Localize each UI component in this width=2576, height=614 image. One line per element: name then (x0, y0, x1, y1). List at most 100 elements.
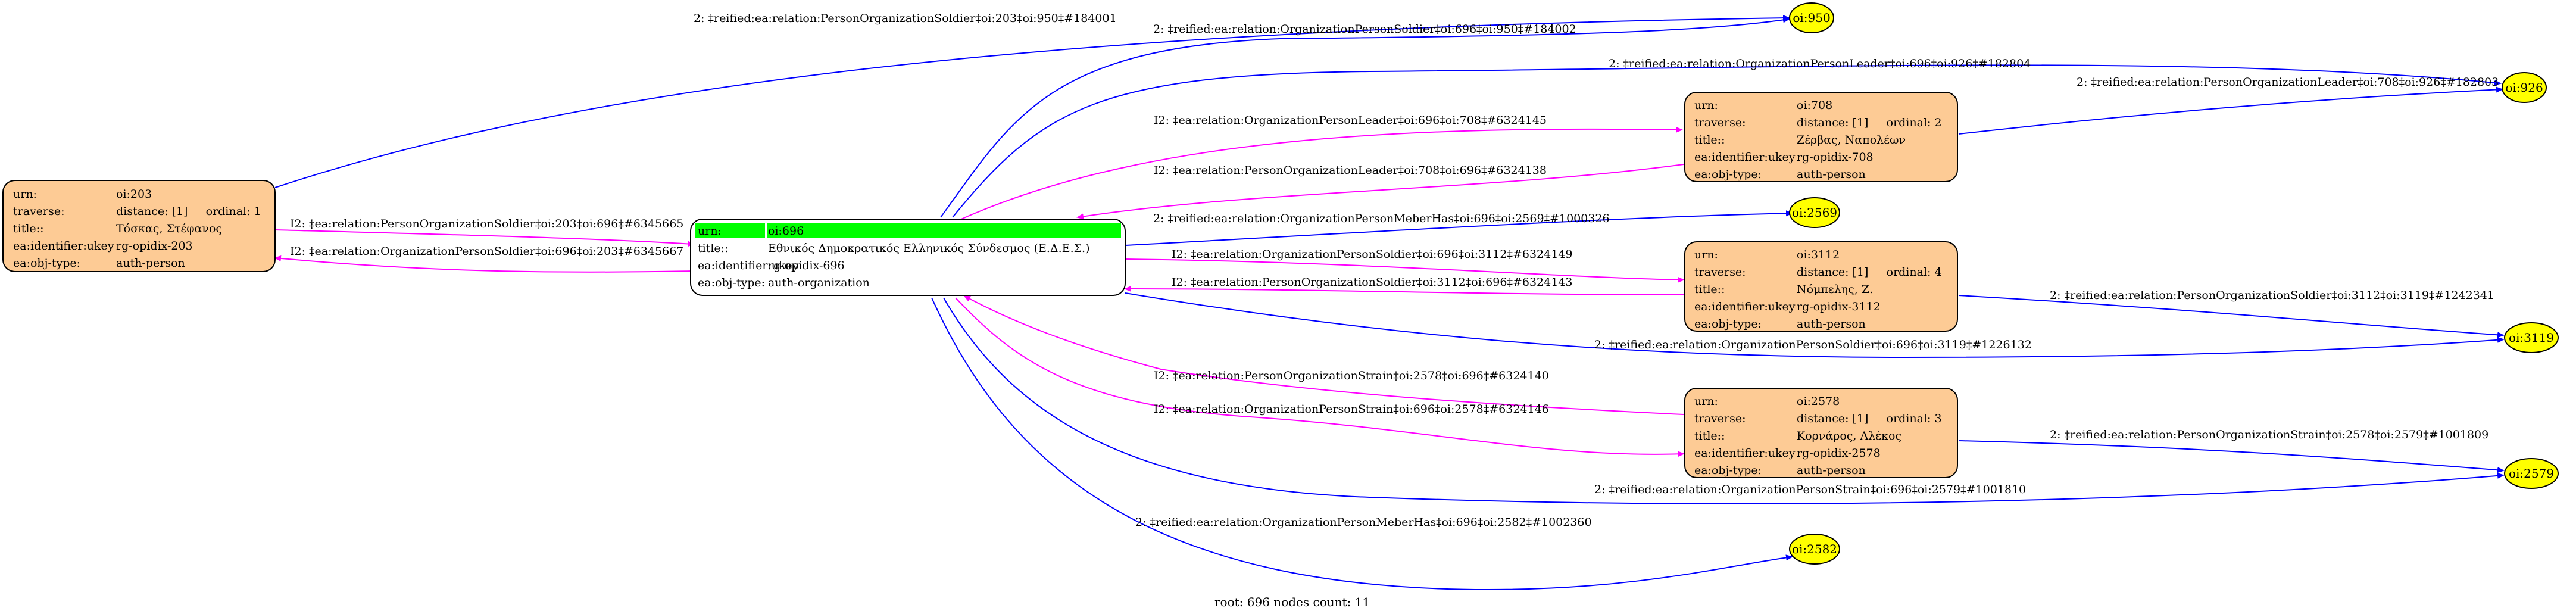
edge-696-2569[interactable] (1125, 210, 1793, 246)
edge-708-926[interactable] (1958, 86, 2503, 135)
field-value: auth-person (1797, 317, 1866, 331)
field-label: ea:obj-type: (1694, 168, 1762, 181)
edge-696-950[interactable] (940, 17, 1790, 218)
field-label: urn: (13, 188, 37, 201)
field-label: ea:obj-type: (1694, 317, 1762, 331)
field-label: traverse: (1694, 116, 1746, 129)
edge-3112-696[interactable] (1124, 286, 1684, 295)
field-label: ea:obj-type: (698, 276, 765, 289)
edge-label-696-203: I2: ‡ea:relation:OrganizationPersonSoldi… (290, 245, 683, 258)
edge-label-2578-696: I2: ‡ea:relation:PersonOrganizationStrai… (1154, 369, 1549, 382)
field-value: oi:203 (116, 188, 152, 201)
field-value: Εθνικός Δημοκρατικός Ελληνικός Σύνδεσμος… (768, 242, 1090, 255)
field-value: rg-opidix-203 (116, 239, 193, 253)
field-label: ea:identifier:ukey (1694, 151, 1796, 164)
edge-label-3112-696: I2: ‡ea:relation:PersonOrganizationSoldi… (1172, 276, 1573, 289)
node-oi-926[interactable]: oi:926 (2502, 72, 2547, 103)
node-oi-2579[interactable]: oi:2579 (2504, 458, 2559, 489)
node-oi-2582[interactable]: oi:2582 (1789, 534, 1840, 565)
field-label: title:: (698, 242, 728, 255)
node-label: oi:950 (1793, 11, 1830, 25)
node-oi-696-root[interactable]: urn: oi:696 title:: Εθνικός Δημοκρατικός… (690, 219, 1126, 296)
field-value: rg-opidix-3112 (1797, 300, 1881, 313)
field-label: ea:obj-type: (1694, 464, 1762, 477)
edge-label-3112-3119: 2: ‡reified:ea:relation:PersonOrganizati… (2050, 289, 2494, 302)
edge-label-696-3112: I2: ‡ea:relation:OrganizationPersonSoldi… (1172, 248, 1573, 261)
node-oi-203[interactable]: urn: oi:203 traverse: distance: [1] ordi… (2, 180, 276, 272)
edge-696-3119[interactable] (1125, 292, 2505, 359)
node-oi-2578[interactable]: urn: oi:2578 traverse: distance: [1] ord… (1684, 388, 1958, 478)
field-label: title:: (1694, 283, 1725, 296)
field-value: auth-person (1797, 464, 1866, 477)
edge-696-2582[interactable] (931, 297, 1793, 591)
field-value: distance: [1] ordinal: 3 (1797, 412, 1942, 425)
edge-696-2579[interactable] (943, 297, 2505, 504)
field-label: title:: (1694, 133, 1725, 147)
edge-label-203-696: I2: ‡ea:relation:PersonOrganizationSoldi… (290, 217, 683, 230)
edge-203-950[interactable] (274, 15, 1790, 188)
edge-label-696-926: 2: ‡reified:ea:relation:OrganizationPers… (1609, 57, 2031, 70)
node-oi-708[interactable]: urn: oi:708 traverse: distance: [1] ordi… (1684, 92, 1958, 182)
edge-696-926[interactable] (952, 64, 2502, 218)
edge-label-708-696: I2: ‡ea:relation:PersonOrganizationLeade… (1154, 164, 1547, 177)
node-oi-3112[interactable]: urn: oi:3112 traverse: distance: [1] ord… (1684, 241, 1958, 332)
field-value: distance: [1] ordinal: 4 (1797, 266, 1942, 279)
field-value: oi:696 (768, 225, 804, 238)
edge-696-3112[interactable] (1125, 258, 1685, 283)
edge-2578-2579[interactable] (1958, 440, 2505, 473)
graph-footer: root: 696 nodes count: 11 (1214, 595, 1370, 609)
edge-2578-696[interactable] (963, 295, 1684, 415)
field-label: title:: (1694, 429, 1725, 442)
field-value: auth-person (116, 257, 185, 270)
edge-label-696-2569: 2: ‡reified:ea:relation:OrganizationPers… (1153, 212, 1610, 225)
field-label: ea:obj-type: (13, 257, 80, 270)
edge-label-696-2578: I2: ‡ea:relation:OrganizationPersonStrai… (1154, 403, 1549, 416)
edge-labels: 2: ‡reified:ea:relation:PersonOrganizati… (290, 12, 2499, 529)
node-oi-2569[interactable]: oi:2569 (1789, 197, 1840, 228)
field-value: auth-person (1797, 168, 1866, 181)
node-label: oi:2579 (2509, 466, 2554, 481)
edge-label-696-708: I2: ‡ea:relation:OrganizationPersonLeade… (1154, 114, 1547, 127)
root-highlight (695, 223, 765, 238)
edges (274, 15, 2505, 591)
edge-label-696-2579: 2: ‡reified:ea:relation:OrganizationPers… (1594, 483, 2026, 496)
field-value: oi:3112 (1797, 248, 1840, 261)
field-label: ea:identifier:ukey (1694, 300, 1796, 313)
edge-label-696-2582: 2: ‡reified:ea:relation:OrganizationPers… (1135, 516, 1592, 529)
field-value: oi:708 (1797, 99, 1832, 112)
field-value: distance: [1] ordinal: 2 (1797, 116, 1942, 129)
field-label: urn: (698, 225, 722, 238)
edge-label-696-950: 2: ‡reified:ea:relation:OrganizationPers… (1153, 23, 1576, 36)
node-oi-3119[interactable]: oi:3119 (2504, 322, 2559, 353)
field-label: urn: (1694, 395, 1718, 408)
field-value: rg-opidix-2578 (1797, 447, 1881, 460)
edge-696-2578[interactable] (955, 297, 1685, 457)
node-label: oi:926 (2505, 80, 2543, 95)
node-oi-950[interactable]: oi:950 (1789, 2, 1834, 33)
node-label: oi:2569 (1792, 205, 1837, 220)
edge-label-2578-2579: 2: ‡reified:ea:relation:PersonOrganizati… (2050, 428, 2488, 441)
field-value: Τόσκας, Στέφανος (116, 222, 222, 235)
edge-label-708-926: 2: ‡reified:ea:relation:PersonOrganizati… (2077, 76, 2499, 89)
field-value: Νόμπελης, Ζ. (1797, 283, 1873, 296)
edge-label-203-950: 2: ‡reified:ea:relation:PersonOrganizati… (694, 12, 1117, 25)
root-highlight (767, 223, 1121, 238)
field-value: rg-opidix-696 (768, 259, 845, 272)
edge-label-696-3119: 2: ‡reified:ea:relation:OrganizationPers… (1594, 338, 2032, 351)
field-label: traverse: (1694, 412, 1746, 425)
edge-203-696[interactable] (274, 229, 695, 247)
edge-696-203[interactable] (274, 255, 694, 273)
field-label: ea:identifier:ukey (698, 259, 799, 272)
field-value: oi:2578 (1797, 395, 1840, 408)
field-label: urn: (1694, 248, 1718, 261)
node-label: oi:2582 (1792, 542, 1837, 556)
field-value: rg-opidix-708 (1797, 151, 1874, 164)
edge-708-696[interactable] (1076, 164, 1684, 220)
edge-3112-3119[interactable] (1958, 295, 2505, 338)
edge-696-708[interactable] (958, 126, 1683, 221)
field-value: distance: [1] ordinal: 1 (116, 205, 261, 218)
node-label: oi:3119 (2509, 331, 2554, 345)
field-label: title:: (13, 222, 43, 235)
field-value: Ζέρβας, Ναπολέων (1797, 133, 1906, 147)
